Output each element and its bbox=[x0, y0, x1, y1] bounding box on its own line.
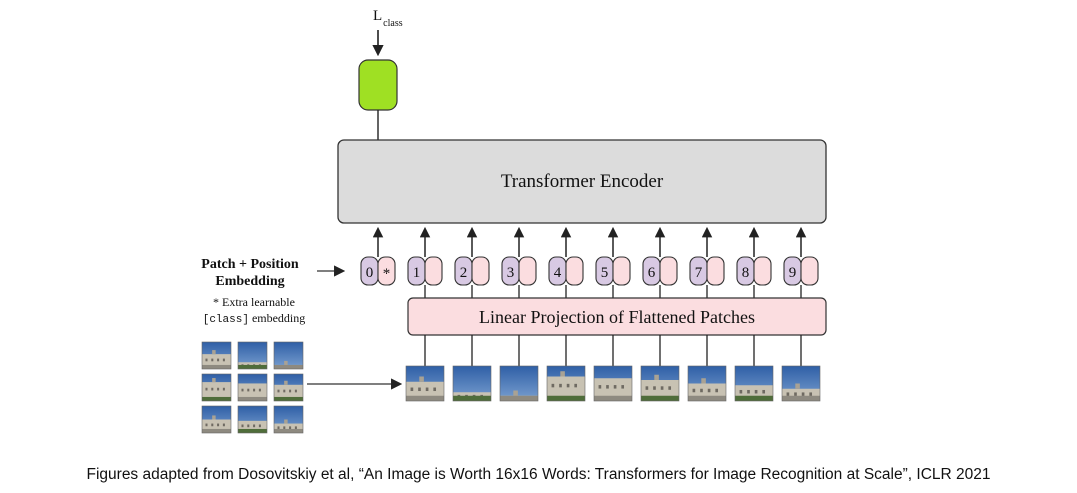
flattened-patch-2 bbox=[452, 365, 492, 402]
class-token-marker: * bbox=[383, 266, 391, 282]
linear-projection-block bbox=[407, 297, 827, 336]
patch-embedding-box bbox=[424, 256, 443, 286]
flattened-patch-7 bbox=[687, 365, 727, 402]
image-patch-1 bbox=[201, 341, 232, 370]
flattened-patch-8 bbox=[734, 365, 774, 402]
token-1: 1 bbox=[407, 226, 443, 298]
patch-embedding-box bbox=[706, 256, 725, 286]
token-6: 6 bbox=[642, 226, 678, 298]
token-4: 4 bbox=[548, 226, 584, 298]
linear-projection-label: Linear Projection of Flattened Patches bbox=[479, 307, 755, 327]
class-token-box bbox=[377, 256, 396, 286]
flattened-patch-9 bbox=[781, 365, 821, 402]
token-0: 0* bbox=[360, 226, 396, 286]
flattened-patch-4 bbox=[546, 365, 586, 402]
mlp-head-block bbox=[358, 59, 398, 111]
flattened-patch-1 bbox=[405, 365, 445, 402]
position-index-label: 3 bbox=[507, 265, 515, 281]
image-patch-2 bbox=[237, 341, 268, 370]
image-patch-6 bbox=[273, 373, 304, 402]
position-index-label: 8 bbox=[742, 265, 750, 281]
class-note-line1: * Extra learnable bbox=[213, 295, 295, 309]
patch-embedding-box bbox=[800, 256, 819, 286]
image-patch-4 bbox=[201, 373, 232, 402]
position-index-label: 4 bbox=[554, 265, 562, 281]
flattened-patch-row bbox=[405, 335, 821, 402]
flattened-patch-6 bbox=[640, 365, 680, 402]
image-patch-7 bbox=[201, 405, 232, 434]
patch-embedding-box bbox=[471, 256, 490, 286]
patch-embedding-box bbox=[659, 256, 678, 286]
patch-embedding-box bbox=[612, 256, 631, 286]
position-index-label: 1 bbox=[413, 265, 421, 281]
image-patch-9 bbox=[273, 405, 304, 434]
position-index-label: 6 bbox=[648, 265, 656, 281]
transformer-encoder-block bbox=[337, 139, 827, 224]
flattened-patch-3 bbox=[499, 365, 539, 402]
flattened-patch-5 bbox=[593, 365, 633, 402]
position-index-label: 5 bbox=[601, 265, 609, 281]
image-patch-8 bbox=[237, 405, 268, 434]
image-patch-grid bbox=[201, 341, 304, 434]
loss-label: Lclass bbox=[373, 8, 403, 29]
token-9: 9 bbox=[783, 226, 819, 298]
embedding-label-line2: Embedding bbox=[215, 274, 284, 289]
figure-caption: Figures adapted from Dosovitskiy et al, … bbox=[86, 466, 991, 483]
token-2: 2 bbox=[454, 226, 490, 298]
image-patch-5 bbox=[237, 373, 268, 402]
token-8: 8 bbox=[736, 226, 772, 298]
transformer-encoder-label: Transformer Encoder bbox=[501, 171, 664, 192]
image-patch-3 bbox=[273, 341, 304, 370]
token-5: 5 bbox=[595, 226, 631, 298]
position-index-label: 0 bbox=[366, 265, 374, 281]
position-index-label: 2 bbox=[460, 265, 468, 281]
position-index-label: 9 bbox=[789, 265, 797, 281]
patch-embedding-box bbox=[753, 256, 772, 286]
patch-embedding-box bbox=[565, 256, 584, 286]
patch-embedding-box bbox=[518, 256, 537, 286]
token-7: 7 bbox=[689, 226, 725, 298]
class-note-line2: [class] embedding bbox=[203, 311, 306, 326]
position-index-label: 7 bbox=[695, 265, 703, 281]
embedding-label-line1: Patch + Position bbox=[201, 257, 299, 272]
token-3: 3 bbox=[501, 226, 537, 298]
